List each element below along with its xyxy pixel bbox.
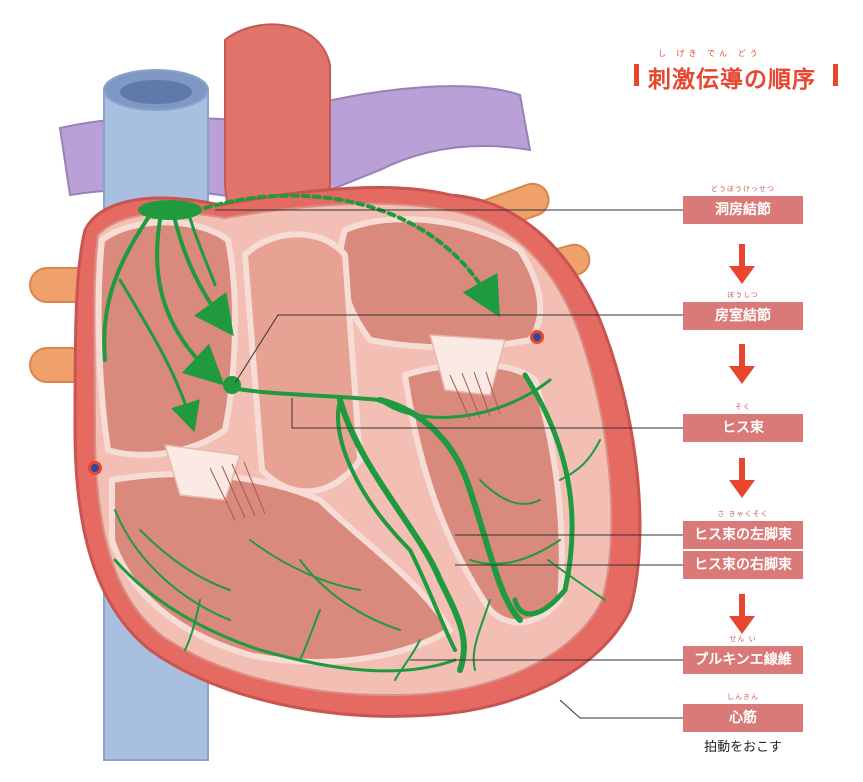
step-sa-node: どうぼうけっせつ 洞房結節 <box>683 185 803 224</box>
step-label: プルキンエ線維 <box>694 652 792 668</box>
title-text: 刺激伝導の順序 <box>648 67 816 93</box>
myocardium-caption: 拍動をおこす <box>704 740 782 755</box>
title-bar-left <box>634 64 639 86</box>
step-ruby: どうぼうけっせつ <box>711 185 775 193</box>
diagram-title: し げき でん どう 刺激伝導の順序 <box>634 38 844 93</box>
step-ruby: せん い <box>729 635 757 643</box>
step-label: 房室結節 <box>715 308 771 324</box>
left-ventricle <box>401 361 565 626</box>
down-arrow-icon <box>729 458 755 498</box>
down-arrow-icon <box>729 244 755 284</box>
down-arrow-icon <box>729 594 755 634</box>
step-label: ヒス束 <box>722 420 764 436</box>
valve-leaflets <box>163 334 506 501</box>
title-ruby: し げき でん どう <box>658 49 762 58</box>
chordae <box>209 371 501 521</box>
step-label: ヒス束の左脚束 <box>694 527 792 543</box>
coronary-vessels <box>88 330 544 475</box>
step-ruby: さ きゃくそく <box>717 510 769 518</box>
down-arrow-icon <box>729 344 755 384</box>
step-ruby: そく <box>735 403 751 411</box>
step-purkinje-fibers: せん い プルキンエ線維 <box>683 635 803 674</box>
step-myocardium: しんきん 心筋 <box>683 693 803 732</box>
conduction-system <box>102 193 606 681</box>
step-label: 洞房結節 <box>715 202 771 218</box>
sa-node-mark <box>138 200 202 220</box>
leader-lines <box>215 209 683 719</box>
step-label: 心筋 <box>729 710 757 726</box>
step-label: ヒス束の右脚束 <box>694 557 792 573</box>
step-his-bundle: そく ヒス束 <box>683 403 803 442</box>
step-ruby: しんきん <box>727 693 759 701</box>
right-atrium <box>95 219 239 458</box>
septum <box>241 231 364 495</box>
title-bar-right <box>833 64 838 86</box>
step-av-node: ぼうしつ 房室結節 <box>683 291 803 330</box>
step-ruby: ぼうしつ <box>727 291 759 299</box>
step-right-bundle-branch: ヒス束の右脚束 <box>683 551 803 579</box>
step-left-bundle-branch: さ きゃくそく ヒス束の左脚束 <box>683 510 803 549</box>
